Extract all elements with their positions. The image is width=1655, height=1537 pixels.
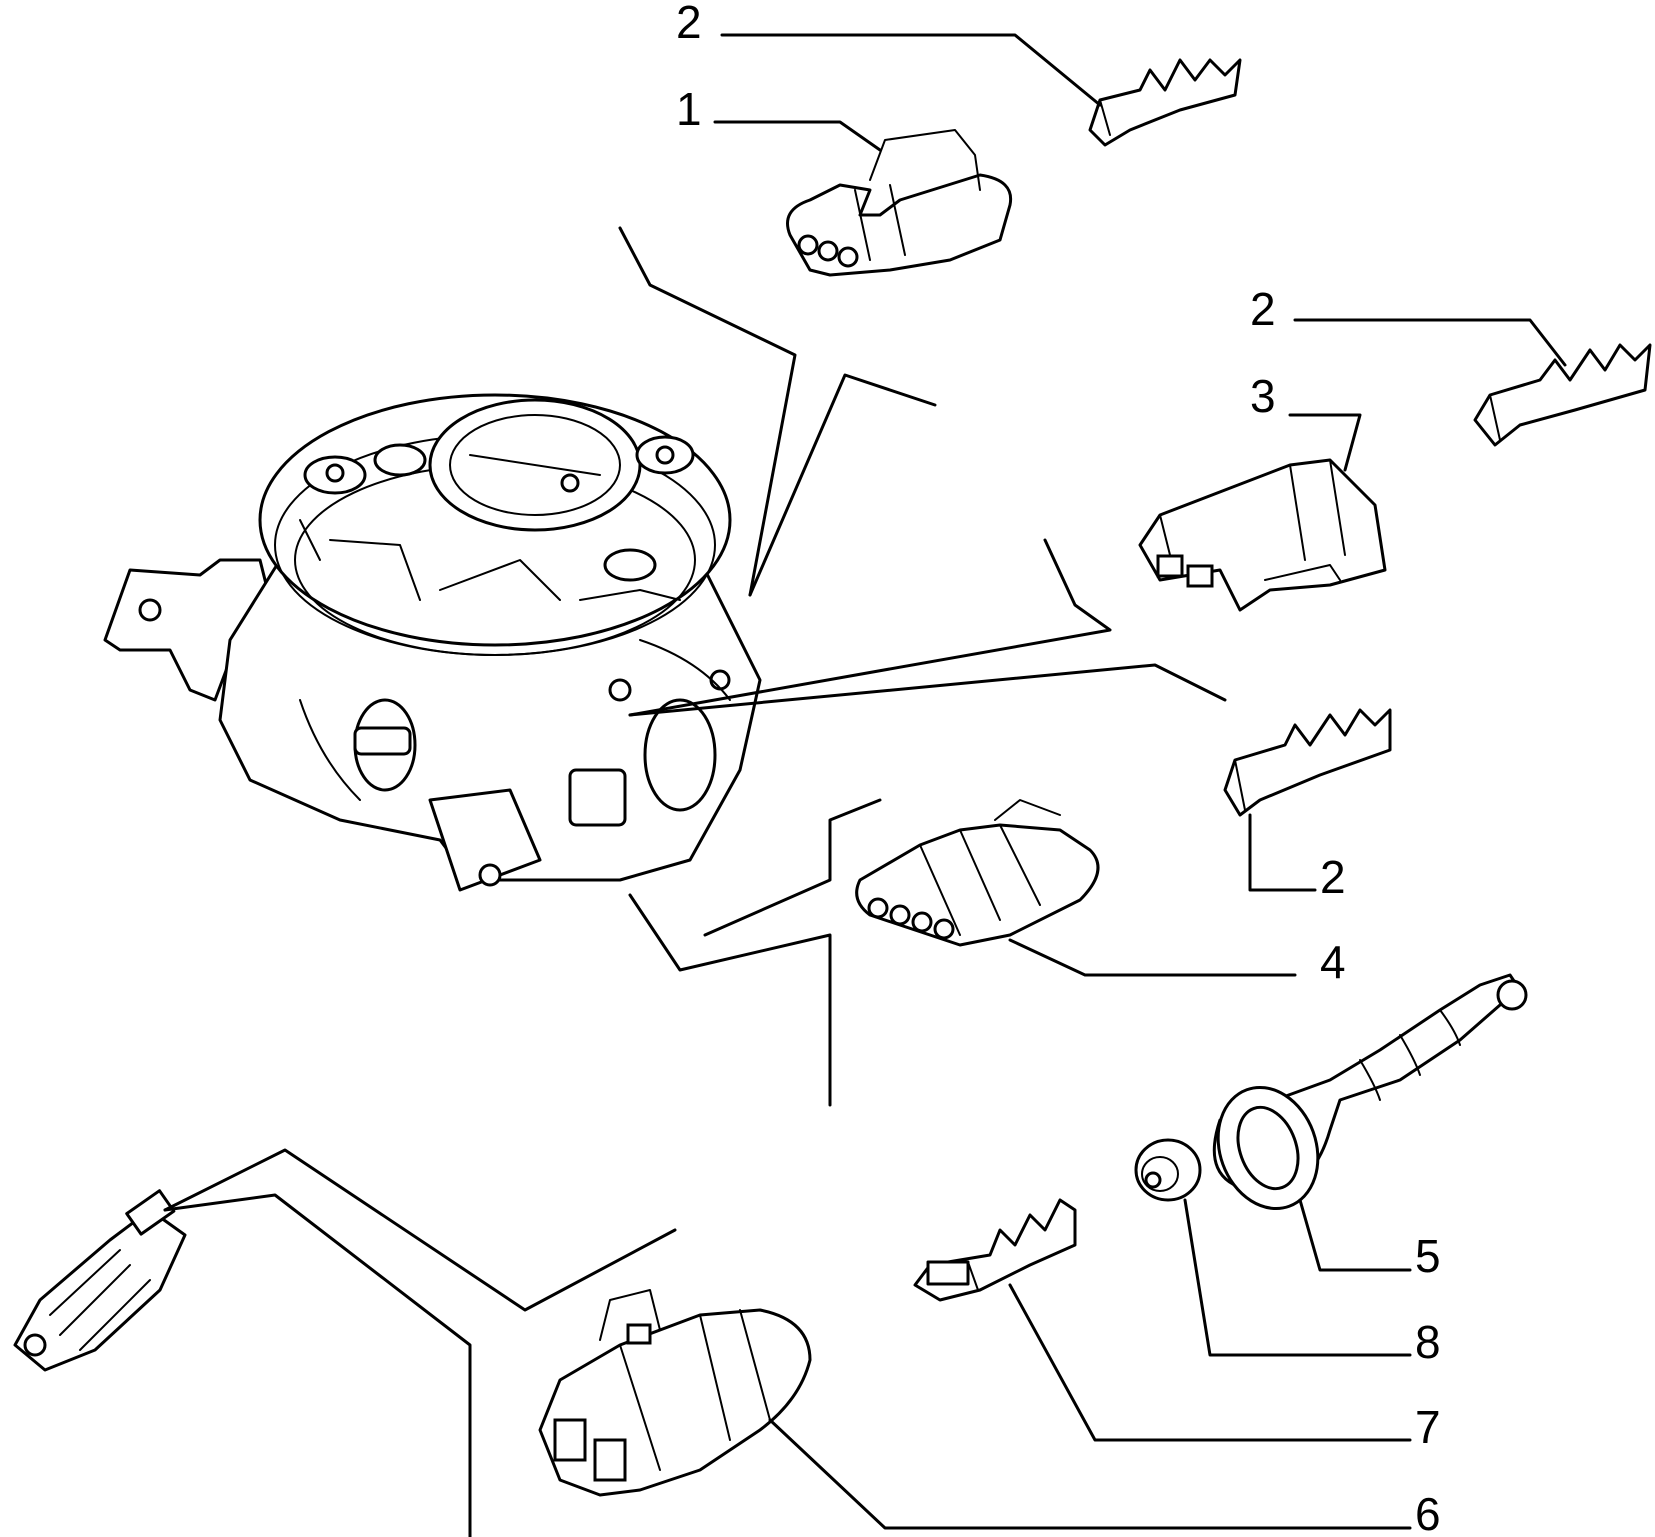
callout-8: 8 — [1415, 1316, 1441, 1368]
terminal-part-2-top — [1088, 58, 1242, 147]
lambda-sensor-probe — [13, 1189, 187, 1372]
callout-labels: 2 1 2 3 2 4 5 8 7 6 — [676, 0, 1441, 1537]
throttle-body-assembly — [103, 393, 762, 892]
callout-6: 6 — [1415, 1488, 1441, 1537]
terminal-part-2-right — [1473, 343, 1652, 447]
rubber-boot-part-5 — [1212, 973, 1528, 1211]
grommet-part-8 — [1134, 1138, 1202, 1202]
connector-part-4 — [855, 799, 1100, 947]
callout-2-top: 2 — [676, 0, 702, 48]
callout-5: 5 — [1415, 1230, 1441, 1282]
connector-part-1 — [786, 129, 1013, 277]
callout-4: 4 — [1320, 936, 1346, 988]
callout-1: 1 — [676, 83, 702, 135]
connector-part-3 — [1138, 458, 1387, 612]
terminal-part-7 — [913, 1198, 1077, 1302]
callout-3: 3 — [1250, 370, 1276, 422]
terminal-part-2-middle — [1223, 708, 1392, 817]
callout-2-middle: 2 — [1320, 851, 1346, 903]
leader-lines — [163, 33, 1567, 1537]
connector-part-6 — [538, 1289, 812, 1497]
callout-7: 7 — [1415, 1401, 1441, 1453]
callout-2-right: 2 — [1250, 283, 1276, 335]
